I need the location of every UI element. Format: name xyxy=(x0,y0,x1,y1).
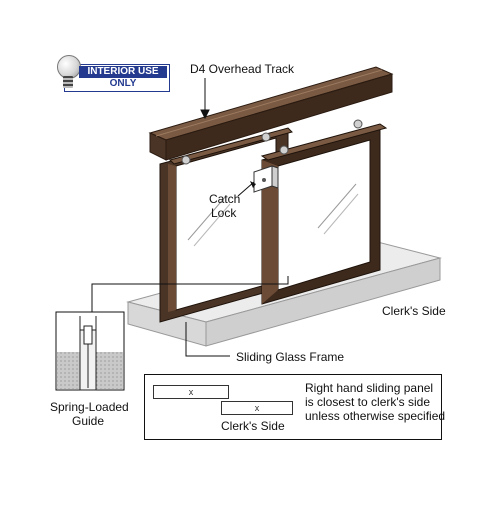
label-sliding-glass-frame: Sliding Glass Frame xyxy=(236,350,345,364)
leaders xyxy=(91,78,289,357)
light-bulb-icon xyxy=(57,55,81,79)
catch-lock xyxy=(253,165,279,193)
overhead-track xyxy=(148,66,394,161)
legend-note-1: Right hand sliding panel xyxy=(305,381,434,395)
spring-guide-inset xyxy=(55,311,125,391)
legend-clerks-side: Clerk's Side xyxy=(221,419,285,433)
label-lock: Lock xyxy=(211,206,237,220)
label-clerks-side: Clerk's Side xyxy=(382,304,446,318)
bulb-base-icon xyxy=(63,76,73,88)
right-sliding-frame xyxy=(260,119,388,305)
label-guide: Guide xyxy=(72,414,105,428)
label-spring-loaded: Spring-Loaded xyxy=(50,400,129,414)
label-catch: Catch xyxy=(209,192,241,206)
panel-legend: x x Clerk's Side Right hand sliding pane… xyxy=(144,374,446,440)
label-overhead-track: D4 Overhead Track xyxy=(190,62,295,76)
badge-line-2: ONLY xyxy=(109,78,137,89)
legend-panel-1: x xyxy=(153,385,229,399)
legend-panel-2: x xyxy=(221,401,293,415)
interior-use-badge: INTERIOR USE ONLY xyxy=(57,55,170,92)
legend-note-2: is closest to clerk's side xyxy=(305,395,430,409)
badge-line-1: INTERIOR USE xyxy=(79,66,167,78)
legend-note-3: unless otherwise specified xyxy=(305,409,446,423)
